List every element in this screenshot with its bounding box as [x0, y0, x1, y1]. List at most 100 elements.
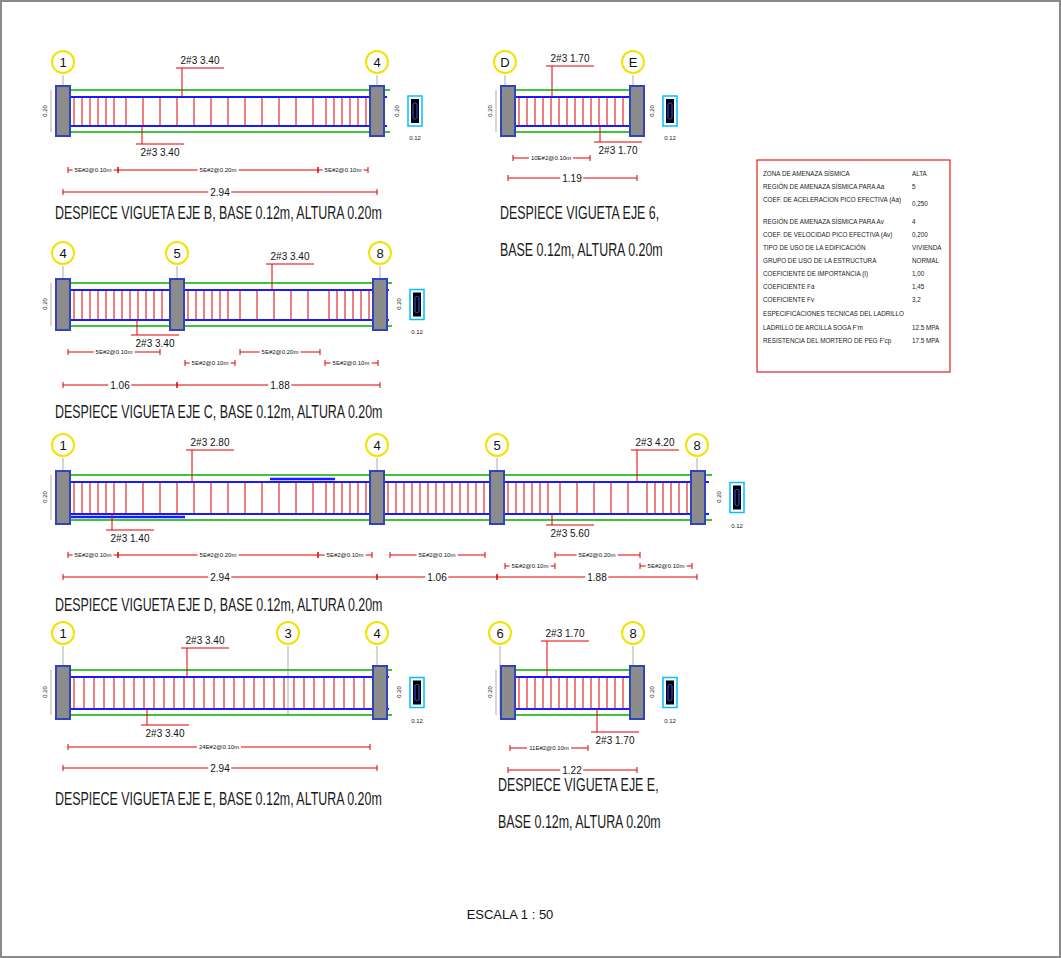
- stirrup: [211, 97, 212, 126]
- stirrup: [194, 677, 195, 709]
- height-line: [51, 475, 52, 520]
- axis-bubble: 3: [276, 621, 300, 645]
- stirrup: [74, 290, 75, 320]
- height-line: [496, 670, 497, 715]
- table-cell: COEF. DE ACELERACION PICO EFECTIVA (Aa): [763, 196, 903, 204]
- stirrup: [611, 482, 612, 514]
- axis-label: 5: [493, 439, 500, 452]
- section-height: 0.20: [649, 686, 656, 698]
- dimension-label: 1.88: [268, 380, 291, 391]
- stirrup: [90, 97, 91, 126]
- stirrup-label: 5E#2@0.10m: [510, 563, 551, 570]
- table-cell: GRUPO DE USO DE LA ESTRUCTURA: [763, 257, 876, 265]
- stirrup: [160, 97, 161, 126]
- dimension-tick: [637, 175, 638, 181]
- beam-title: DESPIECE VIGUETA EJE E, BASE 0.12m, ALTU…: [498, 767, 681, 841]
- stirrup: [460, 482, 461, 514]
- stirrup: [663, 482, 664, 514]
- stirrup: [214, 677, 215, 709]
- dimension-tick: [697, 574, 698, 580]
- column-support: [56, 279, 70, 330]
- dimension-tick: [508, 175, 509, 181]
- stirrup: [126, 97, 127, 126]
- axis-label: 4: [59, 247, 66, 260]
- dimension-tick: [555, 552, 556, 558]
- dimension-label: 1.06: [108, 380, 131, 391]
- section-width: 0.12: [731, 523, 743, 530]
- stirrup: [452, 482, 453, 514]
- axis-bubble: 8: [621, 621, 645, 645]
- rebar-leader: [272, 264, 273, 290]
- dimension-tick: [692, 563, 693, 569]
- rebar-leader: [142, 126, 143, 144]
- stirrup: [575, 97, 576, 126]
- section-icon: [415, 685, 419, 701]
- stirrup: [396, 482, 397, 514]
- stirrup: [138, 290, 139, 320]
- stirrup: [228, 482, 229, 514]
- stirrup: [567, 677, 568, 709]
- stirrup-label: 5E#2@0.10m: [417, 552, 458, 559]
- rebar-leader: [137, 320, 138, 335]
- rebar-leader: [597, 709, 598, 732]
- table-cell: 3,2: [912, 296, 921, 304]
- stirrup: [313, 97, 314, 126]
- stirrup: [540, 482, 541, 514]
- stirrup: [184, 677, 185, 709]
- axis-line: [377, 458, 378, 471]
- beam-edge: [500, 669, 645, 671]
- table-cell: ESPECIFICACIONES TECNICAS DEL LADRILLO: [763, 310, 904, 318]
- dimension-tick: [68, 167, 69, 173]
- stirrup: [577, 482, 578, 514]
- stirrup-label: 10E#2@0.10m: [529, 155, 573, 162]
- stirrup: [114, 482, 115, 514]
- stirrup: [583, 97, 584, 126]
- dimension-tick: [63, 189, 64, 195]
- table-cell: 0,250: [912, 200, 928, 208]
- stirrup: [194, 482, 195, 514]
- stirrup: [420, 482, 421, 514]
- column-support: [56, 666, 70, 719]
- rebar-label: 2#3 4.20: [636, 437, 675, 448]
- axis-line: [63, 75, 64, 86]
- dimension-tick: [497, 574, 498, 580]
- stirrup: [274, 290, 275, 320]
- beam-drawing: [51, 75, 422, 195]
- beam-edge: [500, 131, 645, 133]
- section-icon: [410, 290, 424, 320]
- stirrup-label: 5E#2@0.10m: [646, 563, 687, 570]
- top-rebar: [503, 96, 642, 98]
- stirrup: [583, 677, 584, 709]
- column-support: [691, 471, 705, 524]
- rebar-leader: [141, 725, 189, 726]
- section-icon: [410, 678, 424, 708]
- dimension-tick: [240, 349, 241, 355]
- rebar-label: 2#3 1.70: [599, 145, 638, 156]
- stirrup: [326, 97, 327, 126]
- stirrup-label: 5E#2@0.10m: [323, 167, 364, 174]
- axis-label: E: [629, 56, 638, 69]
- dimension-tick: [368, 167, 369, 173]
- stirrup: [647, 482, 648, 514]
- stirrup: [296, 97, 297, 126]
- stirrup-label: 5E#2@0.10m: [94, 349, 135, 356]
- stirrup-label: 5E#2@0.10m: [190, 360, 231, 367]
- stirrup: [412, 482, 413, 514]
- stirrup: [594, 482, 595, 514]
- stirrup: [294, 677, 295, 709]
- stirrup: [114, 97, 115, 126]
- stirrup-label: 5E#2@0.10m: [73, 167, 114, 174]
- dimension-tick: [377, 574, 378, 580]
- stirrup: [90, 290, 91, 320]
- dimension-tick: [68, 552, 69, 558]
- rebar-label: 2#3 3.40: [181, 55, 220, 66]
- axis-bubble: 1: [51, 621, 75, 645]
- dimension-tick: [377, 189, 378, 195]
- stirrup: [284, 677, 285, 709]
- dimension-tick: [318, 167, 319, 173]
- stirrup: [476, 482, 477, 514]
- stirrup: [160, 482, 161, 514]
- stirrup: [599, 677, 600, 709]
- axis-line: [697, 458, 698, 471]
